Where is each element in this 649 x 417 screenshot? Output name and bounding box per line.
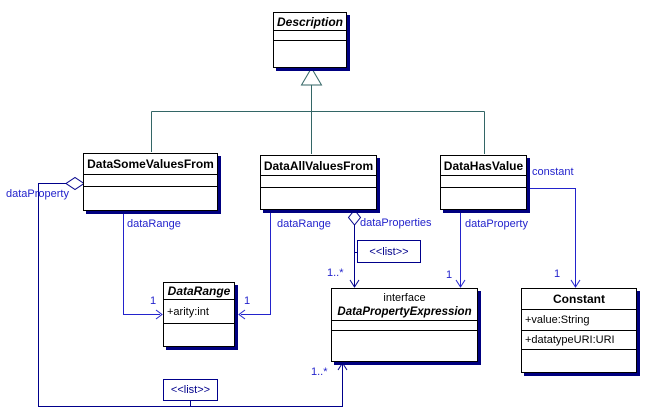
aggregation-diamond-icon <box>347 209 362 226</box>
arrowhead-down-icon <box>570 279 581 288</box>
class-data-range[interactable]: DataRange +arity:int <box>163 282 235 347</box>
interface-keyword: interface <box>383 292 426 304</box>
attribute-value: +value:String <box>522 310 636 331</box>
class-title: DataSomeValuesFrom <box>84 154 217 175</box>
class-data-all-values-from[interactable]: DataAllValuesFrom <box>260 155 377 210</box>
class-title: DataHasValue <box>441 156 526 176</box>
multiplicity-constant: 1 <box>554 268 561 280</box>
attributes-compartment <box>261 176 376 188</box>
multiplicity-mid-list: 1..* <box>327 267 344 279</box>
label-constant: constant <box>532 166 574 178</box>
edge-constant <box>527 188 576 286</box>
attributes-compartment <box>332 321 477 331</box>
label-data-property-left: dataProperty <box>6 188 69 200</box>
class-title: Constant <box>522 289 636 310</box>
arrowhead-left-icon <box>238 309 246 320</box>
multiplicity-range-left: 1 <box>150 295 157 307</box>
list-stereotype-node-mid[interactable]: <<list>> <box>357 240 421 263</box>
edge-dataRange-left <box>123 212 160 315</box>
interface-header: interface DataPropertyExpression <box>332 289 477 321</box>
class-title: DataAllValuesFrom <box>261 156 376 176</box>
class-data-some-values-from[interactable]: DataSomeValuesFrom <box>83 153 218 211</box>
edge-dataProperty-left <box>38 183 343 407</box>
multiplicity-bottom-list: 1..* <box>311 366 328 378</box>
multiplicity-range-right: 1 <box>244 295 251 307</box>
attributes-compartment <box>274 31 346 41</box>
attribute-arity: +arity:int <box>164 300 234 324</box>
aggregation-diamond-icon <box>65 176 85 191</box>
generalization-triangle-icon <box>300 67 323 86</box>
generalization-tree <box>151 85 485 154</box>
multiplicity-data-property-right: 1 <box>446 269 453 281</box>
edge-dataRange-mid <box>241 211 271 315</box>
label-data-properties: dataProperties <box>360 217 432 229</box>
attributes-compartment <box>84 175 217 187</box>
interface-name: DataPropertyExpression <box>337 306 472 318</box>
label-data-range-mid: dataRange <box>277 218 331 230</box>
interface-data-property-expression[interactable]: interface DataPropertyExpression <box>331 288 478 362</box>
arrowhead-up-icon <box>337 362 348 371</box>
class-description[interactable]: Description <box>273 12 347 68</box>
class-constant[interactable]: Constant +value:String +datatypeURI:URI <box>521 288 637 373</box>
arrowhead-down-icon <box>349 279 360 288</box>
label-data-range-left: dataRange <box>127 218 181 230</box>
arrowhead-down-icon <box>455 279 466 288</box>
list-stereotype-node-bottom[interactable]: <<list>> <box>163 379 218 401</box>
class-data-has-value[interactable]: DataHasValue <box>440 155 527 210</box>
attributes-compartment <box>441 176 526 188</box>
class-title: DataRange <box>164 283 234 300</box>
class-title: Description <box>274 13 346 31</box>
arrowhead-right-icon <box>155 309 163 320</box>
attribute-datatype-uri: +datatypeURI:URI <box>522 331 636 350</box>
label-data-property-right: dataProperty <box>465 218 528 230</box>
